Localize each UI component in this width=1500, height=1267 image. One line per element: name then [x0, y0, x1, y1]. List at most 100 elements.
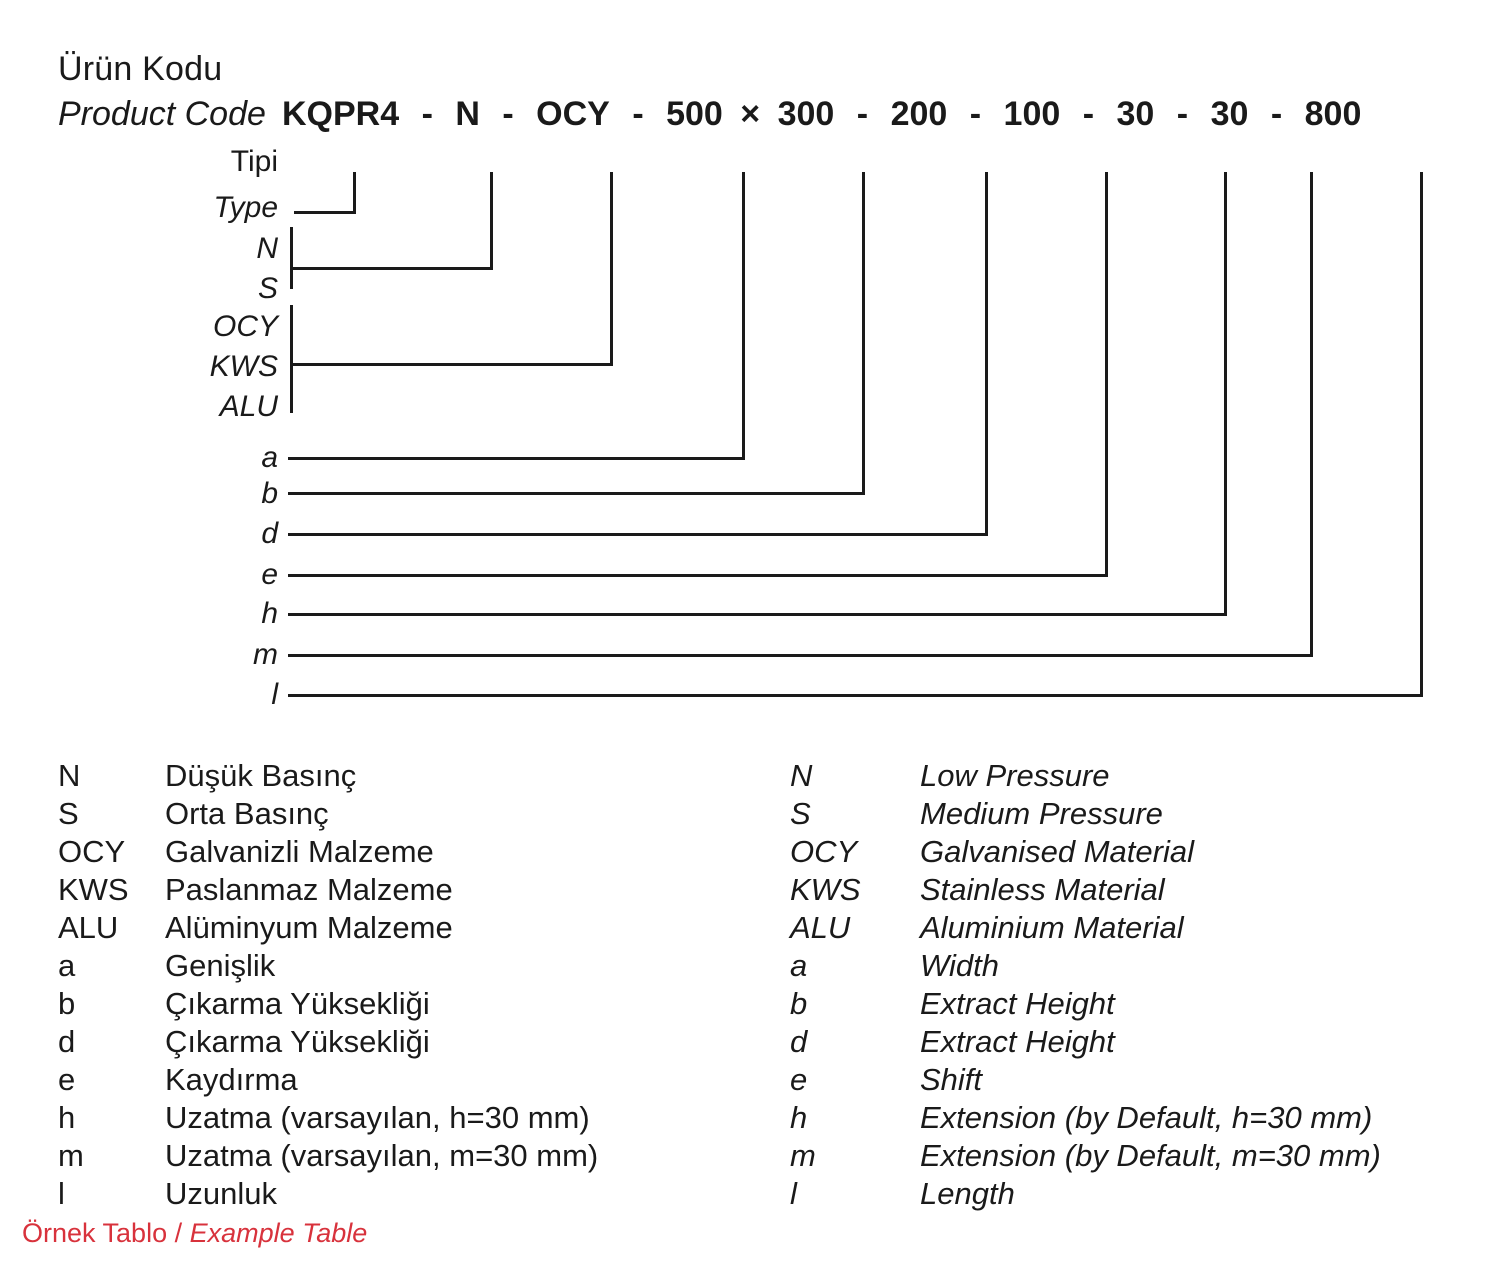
legend-key: ALU	[790, 910, 851, 945]
legend-key: KWS	[790, 872, 861, 907]
leader-line-h-vertical	[1224, 172, 1227, 615]
legend-key: e	[790, 1062, 808, 1097]
code-segment-b: 300	[777, 95, 835, 133]
code-segment-m: 30	[1210, 95, 1249, 133]
code-segment-type: KQPR4	[282, 95, 400, 133]
diagram-label-material-alu: ALU	[219, 390, 278, 423]
diagram-label-dim-d: d	[261, 517, 278, 550]
legend-desc: Length	[920, 1176, 1015, 1211]
leader-line-l-vertical	[1420, 172, 1423, 696]
diagram-label-dim-m: m	[253, 638, 278, 671]
page-title-tr: Ürün Kodu	[58, 50, 223, 88]
legend-key: OCY	[58, 834, 126, 869]
footer-caption-tr: Örnek Tablo	[22, 1218, 168, 1248]
legend-key: b	[58, 986, 76, 1021]
code-separator: -	[502, 95, 514, 133]
legend-key: h	[790, 1100, 808, 1135]
legend-desc: Galvanizli Malzeme	[165, 834, 434, 869]
legend-desc: Paslanmaz Malzeme	[165, 872, 453, 907]
leader-line-m-horizontal	[288, 654, 1313, 657]
legend-desc: Çıkarma Yüksekliği	[165, 1024, 430, 1059]
legend-key: l	[58, 1176, 65, 1211]
leader-line-a-vertical	[742, 172, 745, 459]
legend-key: e	[58, 1062, 76, 1097]
legend-desc: Extract Height	[920, 1024, 1115, 1059]
legend-key: m	[58, 1138, 84, 1173]
footer-caption: Örnek Tablo / Example Table	[22, 1218, 367, 1249]
leader-line-type-horizontal	[294, 211, 356, 214]
code-segment-material: OCY	[536, 95, 610, 133]
legend-desc: Düşük Basınç	[165, 758, 357, 793]
legend-key: N	[790, 758, 813, 793]
leader-line-e-horizontal	[288, 574, 1108, 577]
legend-key: S	[58, 796, 79, 831]
legend-key: m	[790, 1138, 816, 1173]
page-title-en: Product Code	[58, 95, 266, 133]
diagram-label-dim-h: h	[261, 597, 278, 630]
legend-key: OCY	[790, 834, 858, 869]
code-separator: -	[1270, 95, 1283, 133]
leader-line-a-horizontal	[288, 457, 745, 460]
legend-key: h	[58, 1100, 76, 1135]
code-segment-h: 30	[1116, 95, 1155, 133]
legend-key: d	[58, 1024, 76, 1059]
legend-desc: Extension (by Default, h=30 mm)	[920, 1100, 1373, 1135]
diagram-label-type-en: Type	[213, 191, 278, 224]
legend-key: a	[790, 948, 808, 983]
leader-line-b-vertical	[862, 172, 865, 494]
code-separator: -	[1176, 95, 1189, 133]
code-separator: -	[632, 95, 644, 133]
footer-caption-slash: /	[174, 1218, 183, 1248]
diagram-label-material-kws: KWS	[209, 350, 278, 383]
leader-line-l-horizontal	[288, 694, 1423, 697]
leader-line-d-vertical	[985, 172, 988, 535]
diagram-label-pressure-s: S	[257, 272, 278, 305]
leader-line-type-vertical	[353, 172, 356, 213]
legend-desc: Stainless Material	[920, 872, 1165, 907]
legend-desc: Genişlik	[165, 948, 276, 983]
leader-line-b-horizontal	[288, 492, 865, 495]
legend-desc: Alüminyum Malzeme	[165, 910, 453, 945]
leader-line-h-horizontal	[288, 613, 1227, 616]
legend-key: ALU	[58, 910, 119, 945]
diagram-label-dim-a: a	[261, 441, 278, 474]
legend-desc: Width	[920, 948, 999, 983]
legend-desc: Kaydırma	[165, 1062, 298, 1097]
diagram-label-material-ocy: OCY	[212, 310, 278, 343]
diagram-label-pressure-n: N	[256, 232, 278, 265]
legend-desc: Medium Pressure	[920, 796, 1163, 831]
code-segment-l: 800	[1304, 95, 1362, 133]
legend-desc: Uzatma (varsayılan, h=30 mm)	[165, 1100, 590, 1135]
legend-key: S	[790, 796, 811, 831]
leader-line-e-vertical	[1105, 172, 1108, 576]
legend-key: b	[790, 986, 808, 1021]
legend-desc: Uzatma (varsayılan, m=30 mm)	[165, 1138, 599, 1173]
leader-line-d-horizontal	[288, 533, 988, 536]
code-separator: -	[421, 95, 433, 133]
legend-desc: Aluminium Material	[920, 910, 1184, 945]
bracket-spine-pressure	[290, 227, 293, 289]
legend-desc: Uzunluk	[165, 1176, 277, 1211]
legend-desc: Extract Height	[920, 986, 1115, 1021]
leader-line-material-horizontal	[290, 363, 613, 366]
legend-key: d	[790, 1024, 808, 1059]
diagram-label-dim-b: b	[261, 477, 278, 510]
legend-key: KWS	[58, 872, 129, 907]
diagram-label-dim-e: e	[261, 558, 278, 591]
leader-line-m-vertical	[1310, 172, 1313, 656]
code-segment-pressure: N	[455, 95, 480, 133]
code-separator: -	[856, 95, 869, 133]
legend-key: a	[58, 948, 76, 983]
bracket-spine-material	[290, 305, 293, 413]
footer-caption-en: Example Table	[189, 1218, 368, 1248]
legend-desc: Galvanised Material	[920, 834, 1194, 869]
diagram-label-type-tr: Tipi	[230, 145, 278, 178]
code-segment-d: 200	[890, 95, 948, 133]
legend-key: N	[58, 758, 81, 793]
legend-desc: Orta Basınç	[165, 796, 329, 831]
leader-line-pressure-horizontal	[290, 267, 493, 270]
legend-desc: Extension (by Default, m=30 mm)	[920, 1138, 1381, 1173]
legend-key: l	[790, 1176, 797, 1211]
legend-desc: Shift	[920, 1062, 983, 1097]
